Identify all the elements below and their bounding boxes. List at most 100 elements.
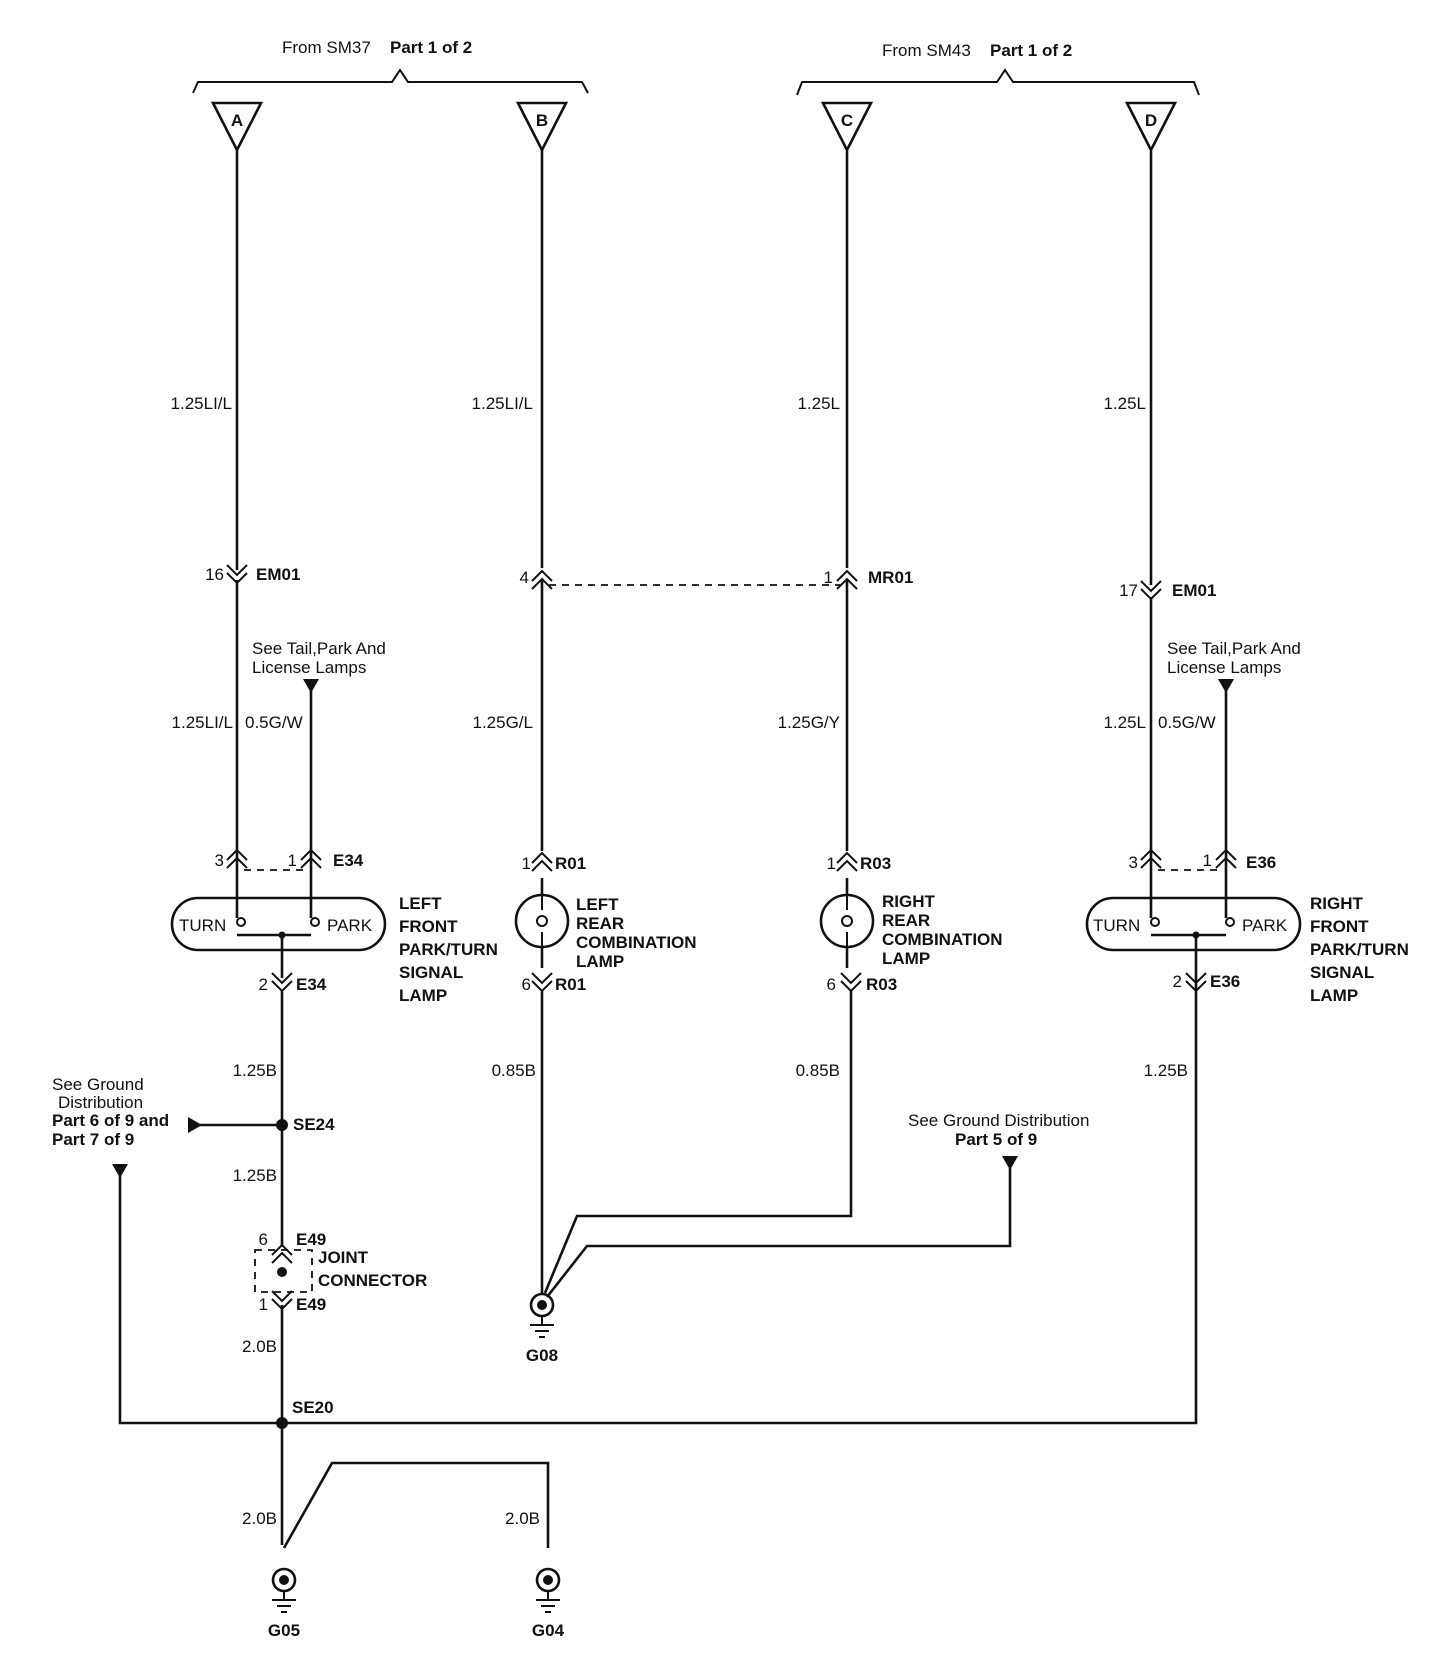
reference-arrows [112, 679, 1234, 1178]
wire-label: 2.0B [242, 1337, 277, 1356]
connector-chevron-down [1140, 580, 1162, 601]
lamp-name-line: FRONT [1310, 917, 1369, 936]
filament-icon [841, 915, 853, 927]
wire-label: 1.25G/Y [778, 713, 840, 732]
header-right: From SM43 Part 1 of 2 [796, 41, 1200, 96]
connector-name: MR01 [868, 568, 913, 587]
connector-chevron-up [531, 569, 553, 590]
joint-connector[interactable]: JOINT CONNECTOR [254, 1248, 427, 1293]
lamp-name-line: LEFT [576, 895, 619, 914]
connector-pin: 1 [259, 1295, 268, 1314]
terminal-d-label: D [1145, 111, 1157, 130]
connector-name: R01 [555, 854, 586, 873]
arrow-right-icon [188, 1117, 202, 1133]
splice-dot [278, 931, 286, 939]
lamp-turn-label: TURN [1093, 916, 1140, 935]
header-left: From SM37 Part 1 of 2 [192, 38, 589, 94]
wire-ground-part5 [545, 1168, 1012, 1298]
splice-se24[interactable]: SE24 [276, 1115, 335, 1134]
reference-notes: See Tail,Park And License Lamps See Tail… [52, 639, 1301, 1149]
connector-chevron-down [1185, 972, 1207, 993]
connector-pin: 6 [827, 975, 836, 994]
ground-g05[interactable]: G05 [268, 1567, 300, 1640]
connector-chevron-down [271, 972, 293, 993]
lamp-name-line: LAMP [399, 986, 447, 1005]
connector-name: E36 [1210, 972, 1240, 991]
wire-label: 0.5G/W [1158, 713, 1216, 732]
terminal-a[interactable]: A [210, 101, 264, 153]
ground-icon-center [537, 1300, 547, 1310]
splice-se20-label: SE20 [292, 1398, 334, 1417]
left-front-lamp[interactable]: TURN PARK LEFT FRONT PARK/TURN SIGNAL LA… [170, 854, 498, 1005]
lamp-name-line: FRONT [399, 917, 458, 936]
wire-label: 1.25L [1103, 394, 1146, 413]
wire-label: 1.25B [233, 1166, 277, 1185]
connector-chevron-down [531, 972, 553, 993]
terminal-d[interactable]: D [1124, 101, 1178, 153]
filament-icon [1225, 917, 1235, 927]
lamp-housing [1085, 896, 1302, 952]
connector-name: E34 [333, 851, 364, 870]
wire-label: 2.0B [505, 1509, 540, 1528]
lamp-internal-wiring [1149, 854, 1228, 940]
ground-g05-label: G05 [268, 1621, 300, 1640]
connector-pin: 1 [288, 851, 297, 870]
splice-dot [1192, 931, 1200, 939]
connector-chevron-up [836, 851, 858, 872]
connector-name: EM01 [256, 565, 300, 584]
wire-label: 1.25G/L [473, 713, 534, 732]
ground-lines [530, 1316, 554, 1338]
connector-pin: 1 [1203, 851, 1212, 870]
wire-label: 1.25B [233, 1061, 277, 1080]
ground-g04[interactable]: G04 [532, 1567, 565, 1640]
note-ground-mid: See Ground Distribution [908, 1111, 1089, 1130]
lamp-name-line: COMBINATION [576, 933, 697, 952]
connector-pin: 1 [522, 854, 531, 873]
left-rear-lamp[interactable]: LEFT REAR COMBINATION LAMP [514, 893, 697, 971]
wire-label: 0.5G/W [245, 713, 303, 732]
header-left-from: From SM37 [282, 38, 371, 57]
terminal-c[interactable]: C [820, 101, 874, 153]
connector-pin: 2 [1173, 972, 1182, 991]
wire-rr-ground [543, 990, 853, 1294]
lamp-name-line: SIGNAL [1310, 963, 1374, 982]
right-rear-lamp[interactable]: RIGHT REAR COMBINATION LAMP [819, 892, 1003, 968]
terminal-triangle [820, 101, 874, 153]
lamp-internal-wiring [235, 854, 313, 940]
filament-icon [1150, 917, 1160, 927]
ground-g08[interactable]: G08 [526, 1292, 558, 1365]
terminal-b[interactable]: B [515, 101, 569, 153]
splice-dot [276, 1417, 288, 1429]
lamp-name-line: REAR [882, 911, 930, 930]
terminal-triangle [210, 101, 264, 153]
joint-label-line: JOINT [318, 1248, 369, 1267]
wire-g04 [282, 1461, 550, 1549]
connector-pin: 6 [522, 975, 531, 994]
wire-label: 1.25L [1103, 713, 1146, 732]
lamp-park-label: PARK [327, 916, 373, 935]
connector-name: E34 [296, 975, 327, 994]
wire-label: 2.0B [242, 1509, 277, 1528]
terminal-triangle [515, 101, 569, 153]
filament-icon [236, 917, 246, 927]
connector-symbols [226, 564, 1237, 1311]
ground-g04-label: G04 [532, 1621, 565, 1640]
connector-name: R03 [860, 854, 891, 873]
connector-chevron-down [840, 972, 862, 993]
terminal-triangle [1124, 101, 1178, 153]
terminal-b-label: B [536, 111, 548, 130]
wire-label: 1.25L [797, 394, 840, 413]
wire-label: 1.25LI/L [472, 394, 533, 413]
note-ground-left-part: Part 6 of 9 and [52, 1111, 169, 1130]
wire-labels: 1.25LI/L 1.25LI/L 1.25L 1.25L 1.25LI/L 0… [171, 394, 1216, 1528]
ground-icon-center [279, 1575, 289, 1585]
connector-pin: 2 [259, 975, 268, 994]
right-front-lamp[interactable]: TURN PARK RIGHT FRONT PARK/TURN SIGNAL L… [1085, 854, 1409, 1005]
splice-se20[interactable]: SE20 [276, 1398, 334, 1429]
connector-pin: 3 [1129, 853, 1138, 872]
connector-pin: 16 [205, 565, 224, 584]
arrow-down-icon [303, 679, 319, 693]
connector-name: EM01 [1172, 581, 1216, 600]
header-right-from: From SM43 [882, 41, 971, 60]
lamp-name-line: COMBINATION [882, 930, 1003, 949]
